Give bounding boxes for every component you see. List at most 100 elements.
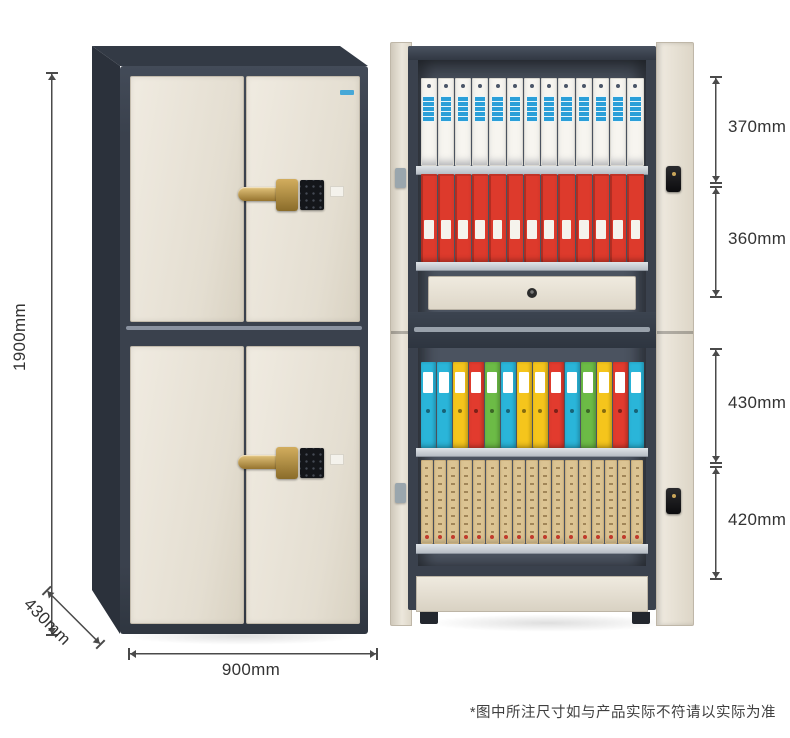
cabinet-top-panel xyxy=(92,46,368,66)
ring-binder xyxy=(436,362,452,448)
section-dimension-label-4: 420mm xyxy=(728,510,787,529)
lever-arch-file-red xyxy=(610,174,627,262)
section-dimension-line-4 xyxy=(710,466,722,580)
shelf-red-files xyxy=(420,174,644,262)
door-handle-lower xyxy=(666,488,681,514)
shelf-archive-boxes xyxy=(420,460,644,544)
door-handle-upper xyxy=(666,166,681,192)
open-right-door xyxy=(656,42,694,626)
cabinet-front xyxy=(120,66,368,634)
shelf-document-boxes xyxy=(420,78,644,166)
ring-binder xyxy=(468,362,484,448)
ring-binder xyxy=(452,362,468,448)
cabinet-foot xyxy=(420,612,438,624)
base-panel xyxy=(416,576,648,612)
disclaimer-note: *图中所注尺寸如与产品实际不符请以实际为准 xyxy=(469,705,776,721)
document-box-blue xyxy=(472,78,489,166)
electronic-lock-upper xyxy=(238,178,344,212)
lever-arch-file-red xyxy=(489,174,506,262)
section-dimension-line-1 xyxy=(710,76,722,184)
document-box-blue xyxy=(558,78,575,166)
closed-cabinet xyxy=(90,44,390,644)
archive-box-kraft xyxy=(499,460,512,544)
lever-arch-file-red xyxy=(558,174,575,262)
shelf-edge xyxy=(416,448,648,457)
archive-box-kraft xyxy=(420,460,433,544)
lock-keypad xyxy=(300,180,324,210)
archive-box-kraft xyxy=(604,460,618,544)
lever-arch-file-red xyxy=(472,174,489,262)
lower-left-door xyxy=(130,346,244,624)
lever-arch-file-red xyxy=(420,174,437,262)
drawer xyxy=(428,276,636,310)
door-seam xyxy=(391,331,411,334)
section-dimension-line-2 xyxy=(710,186,722,298)
upper-left-door xyxy=(130,76,244,322)
ring-binder xyxy=(420,362,436,448)
section-dimension-label-3: 430mm xyxy=(728,393,787,412)
width-dimension-line xyxy=(128,648,378,660)
lever-arch-file-red xyxy=(437,174,454,262)
cabinet-foot xyxy=(632,612,650,624)
door-seam xyxy=(657,331,693,334)
lock-plate xyxy=(276,447,298,479)
archive-box-kraft xyxy=(631,460,644,544)
lock-handle xyxy=(238,455,288,469)
archive-box-kraft xyxy=(539,460,552,544)
ring-binder xyxy=(484,362,500,448)
lever-arch-file-red xyxy=(506,174,523,262)
archive-box-kraft xyxy=(460,460,473,544)
lever-arch-file-red xyxy=(627,174,644,262)
lever-arch-file-red xyxy=(592,174,610,262)
document-box-blue xyxy=(610,78,627,166)
lever-arch-file-red xyxy=(541,174,558,262)
width-dimension-label: 900mm xyxy=(221,660,281,679)
archive-box-kraft xyxy=(446,460,460,544)
shelf-edge xyxy=(416,262,648,271)
archive-box-kraft xyxy=(486,460,499,544)
document-box-blue xyxy=(454,78,472,166)
ring-binder xyxy=(564,362,580,448)
lock-keypad xyxy=(300,448,324,478)
ring-binder xyxy=(580,362,596,448)
document-box-blue xyxy=(523,78,541,166)
archive-box-kraft xyxy=(512,460,525,544)
brand-mark xyxy=(340,90,354,95)
cabinet-side-panel xyxy=(92,46,120,634)
document-box-blue xyxy=(575,78,592,166)
cabinet-floor xyxy=(416,544,648,554)
open-cabinet-body xyxy=(408,46,656,612)
document-box-blue xyxy=(489,78,506,166)
cabinet-shadow xyxy=(398,612,698,634)
inner-lock-mechanism xyxy=(395,483,406,503)
ring-binder xyxy=(548,362,564,448)
document-box-blue xyxy=(592,78,610,166)
archive-box-kraft xyxy=(433,460,446,544)
archive-box-kraft xyxy=(618,460,631,544)
lever-arch-file-red xyxy=(523,174,541,262)
ring-binder xyxy=(596,362,612,448)
archive-box-kraft xyxy=(591,460,604,544)
document-box-blue xyxy=(437,78,454,166)
lower-right-door xyxy=(246,346,360,624)
lever-arch-file-red xyxy=(575,174,592,262)
unit-divider xyxy=(126,326,362,330)
lever-arch-file-red xyxy=(454,174,472,262)
document-box-blue xyxy=(420,78,437,166)
ring-binder xyxy=(516,362,532,448)
archive-box-kraft xyxy=(473,460,486,544)
electronic-lock-lower xyxy=(238,446,344,480)
section-dimension-line-3 xyxy=(710,348,722,464)
section-dimension-label-2: 360mm xyxy=(728,229,787,248)
archive-box-kraft xyxy=(565,460,578,544)
lock-sticker xyxy=(330,454,344,465)
lock-plate xyxy=(276,179,298,211)
archive-box-kraft xyxy=(552,460,565,544)
height-dimension-line xyxy=(46,72,58,636)
document-box-blue xyxy=(506,78,523,166)
archive-box-kraft xyxy=(578,460,591,544)
inner-lock-mechanism xyxy=(395,168,406,188)
ring-binder xyxy=(612,362,628,448)
lock-handle xyxy=(238,187,288,201)
